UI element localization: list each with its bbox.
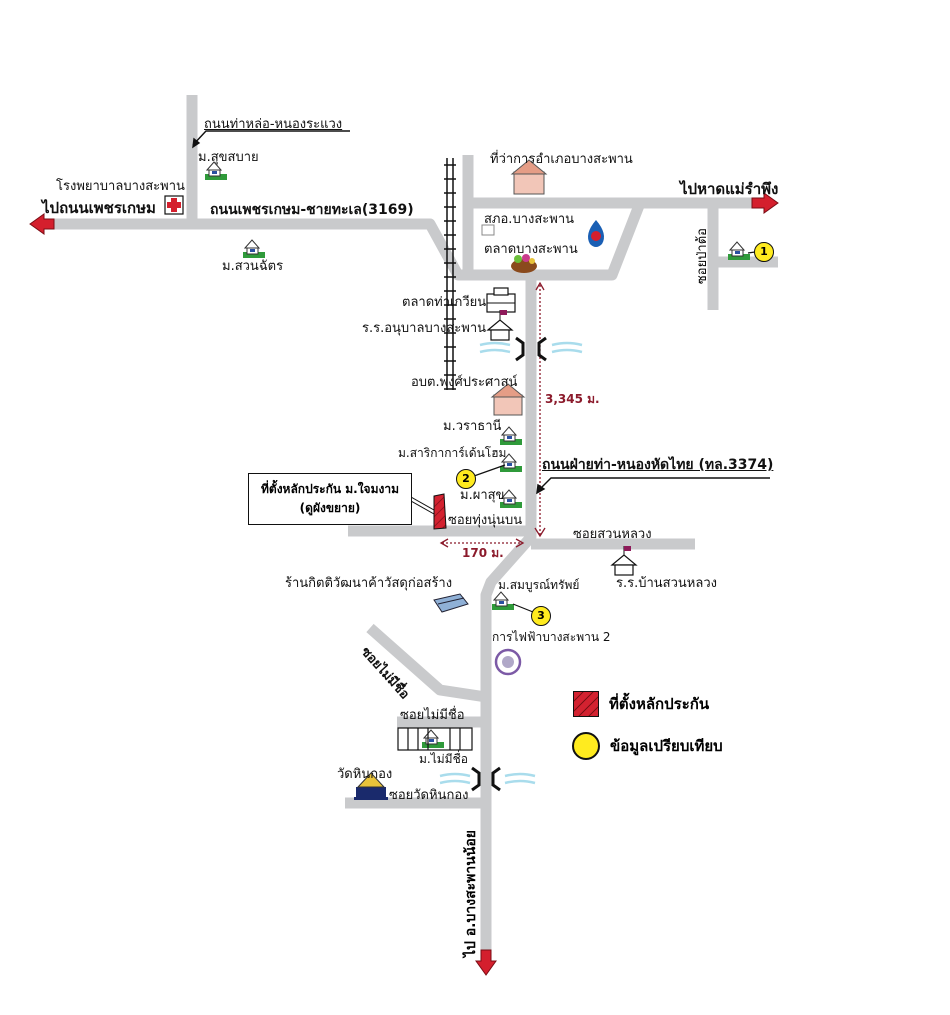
electricity-office-icon — [494, 648, 522, 676]
label-m-sarika: ม.สาริกาการ์เด้นโฮม — [398, 446, 507, 460]
collateral-swatch-icon — [573, 691, 599, 717]
leader-3374 — [537, 477, 770, 492]
police-icon — [481, 224, 495, 236]
school-icon — [486, 310, 514, 341]
label-hardware-store: ร้านกิตติวัฒนาค้าวัสดุก่อสร้าง — [285, 576, 453, 591]
road-network — [52, 95, 778, 965]
distance-label-main: 3,345 ม. — [545, 392, 600, 406]
road-label-3374: ถนนฝ่ายท่า-หนองหัดไทย (ทล.3374) — [542, 457, 774, 473]
road-soi-mai-mi-chue-diag — [366, 623, 487, 703]
label-m-pasuk: ม.ผาสุข — [460, 488, 505, 503]
legend-collateral-label: ที่ตั้งหลักประกัน — [609, 695, 710, 713]
sao-office-icon — [490, 383, 526, 416]
label-m-suan-chat: ม.สวนฉัตร — [222, 259, 284, 274]
road-label-wat-hin-kong: ซอยวัดหินกอง — [389, 788, 469, 803]
callout-subtitle: (ดูผังขยาย) — [299, 501, 361, 516]
direction-to-bang-saphan-noi: ไป อ.บางสะพานน้อย — [463, 830, 479, 958]
label-kindergarten-school: ร.ร.อนุบาลบางสะพาน — [362, 321, 487, 336]
label-district-office: ที่ว่าการอำเภอบางสะพาน — [490, 152, 633, 167]
direction-to-phetkasem: ไปถนนเพชรเกษม — [42, 199, 156, 217]
label-police: สภอ.บางสะพาน — [484, 212, 575, 227]
district-office-icon — [510, 159, 548, 195]
village-icon-sombun-sap — [492, 591, 514, 610]
label-tha-kwian-market: ตลาดท่าเกวียน — [402, 295, 487, 310]
road-label-mai-mi-chue: ซอยไม่มีชื่อ — [400, 708, 465, 723]
temple-icon — [354, 772, 388, 800]
label-m-mai-mi-chue: ม.ไม่มีชื่อ — [419, 752, 468, 766]
legend-comparable: ข้อมูลเปรียบเทียบ — [572, 732, 723, 760]
legend-comparable-label: ข้อมูลเปรียบเทียบ — [610, 737, 723, 755]
comparable-swatch-icon — [572, 732, 600, 760]
comparable-2-connector — [473, 464, 506, 477]
label-m-sombun-sap: ม.สมบูรณ์ทรัพย์ — [498, 578, 580, 592]
direction-to-hat-mae-ramphueng: ไปหาดแม่รำพึง — [680, 180, 779, 198]
label-market: ตลาดบางสะพาน — [484, 242, 578, 257]
bridge-lower — [439, 766, 536, 792]
leader-tha-lo — [192, 130, 350, 146]
label-m-suk-sabai: ม.สุขสบาย — [198, 150, 259, 165]
label-m-warathani: ม.วราธานี — [443, 419, 502, 434]
hardware-store-icon — [433, 593, 469, 613]
townhouse-block — [397, 727, 473, 751]
distance-label-soi: 170 ม. — [462, 546, 504, 560]
market-icon — [511, 254, 537, 273]
village-icon-pasuk — [500, 489, 522, 508]
road-label-suan-luang: ซอยสวนหลวง — [573, 527, 652, 542]
distance-line-3345 — [534, 281, 546, 538]
comparable-marker-2[interactable]: 2 — [456, 469, 476, 489]
tha-kwian-market-icon — [486, 287, 516, 313]
distance-line-170 — [439, 538, 525, 548]
label-ban-suan-luang-school: ร.ร.บ้านสวนหลวง — [616, 576, 717, 591]
bridge-upper — [479, 336, 583, 362]
village-icon-suk-sabai — [205, 161, 227, 180]
road-label-pa-to: ซอยป่าต้อ — [695, 228, 710, 285]
label-sao-phong-prasat: อบต.พงศ์ประศาสน์ — [411, 375, 518, 390]
village-icon-warathani — [500, 426, 522, 445]
label-wat-hin-kong: วัดหินกอง — [337, 767, 393, 782]
label-electricity: การไฟฟ้าบางสะพาน 2 — [492, 630, 611, 644]
arrow-down-icon — [475, 949, 497, 976]
comparable-marker-1[interactable]: 1 — [754, 242, 774, 262]
railway — [444, 158, 456, 390]
road-label-phetkasem: ถนนเพชรเกษม-ชายทะเล(3169) — [210, 202, 414, 218]
village-icon-suan-chat — [243, 239, 265, 258]
collateral-marker — [433, 493, 447, 530]
arrow-right-icon — [751, 192, 779, 214]
road-label-thung-nun-bon: ซอยทุ่งนุ่นบน — [448, 513, 523, 528]
comparable-3-connector — [512, 603, 534, 613]
callout-title: ที่ตั้งหลักประกัน ม.ใจมงาม — [260, 482, 400, 496]
arrow-left-icon — [29, 213, 55, 235]
road-loop-diag — [538, 201, 646, 281]
legend-collateral: ที่ตั้งหลักประกัน — [573, 691, 709, 717]
collateral-callout: ที่ตั้งหลักประกัน ม.ใจมงาม (ดูผังขยาย) — [248, 473, 412, 526]
label-hospital: โรงพยาบาลบางสะพาน — [56, 179, 185, 194]
school-suan-luang-icon — [610, 546, 638, 576]
village-icon-mai-mi-chue — [422, 729, 444, 748]
fuel-station-icon — [588, 220, 604, 247]
comparable-marker-3[interactable]: 3 — [531, 606, 551, 626]
road-label-tha-lo: ถนนท่าหล่อ-หนองระแวง — [204, 117, 343, 132]
village-icon-comp1 — [728, 241, 750, 260]
hospital-icon — [164, 195, 184, 215]
